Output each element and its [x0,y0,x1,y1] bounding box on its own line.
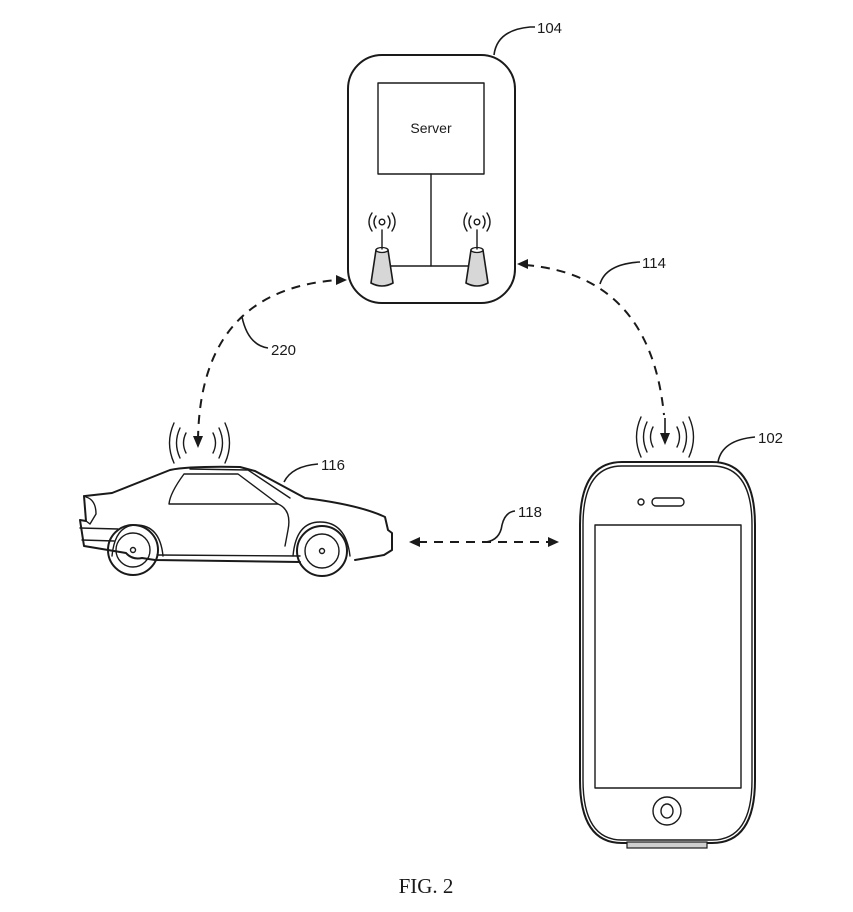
ref-104-leader [493,26,535,56]
dock-connector [626,841,708,849]
car-body [79,465,393,563]
mobile-device: 102 [579,416,783,849]
ref-118-leader [485,510,516,543]
ref-220-leader [241,316,269,349]
ref-label-116: 116 [321,457,345,474]
ref-102-leader [717,436,756,463]
phone-housing [579,461,756,844]
link-114: 114 [517,255,670,445]
car-taillight [85,496,97,525]
ref-label-220: 220 [271,342,296,359]
home-button[interactable] [652,796,682,826]
link-118: 118 [409,504,559,547]
ref-114-leader [599,261,641,285]
ref-label-102: 102 [758,430,783,447]
car-roofline [189,468,291,499]
arrowhead-icon [336,275,347,285]
link-220: 220 [193,275,347,448]
phone-screen[interactable] [594,524,742,789]
vehicle: 116 [79,422,393,577]
ref-label-114: 114 [642,255,666,272]
antenna-icon [368,212,396,287]
wireless-signal-icon [635,416,695,458]
arrowhead-icon [193,436,203,448]
wheel-icon [292,521,351,577]
ref-label-104: 104 [537,20,562,37]
figure-caption: FIG. 2 [399,874,454,898]
wireless-signal-icon [168,422,231,464]
arrowhead-icon [409,537,420,547]
arrowhead-icon [517,259,528,269]
ref-label-118: 118 [518,504,542,521]
link-114-path [524,264,665,416]
wheel-icon [107,524,164,576]
car-window [168,473,279,505]
ref-116-leader [283,463,319,483]
antenna-icon [463,212,491,287]
server-device: Server 104 [347,20,562,304]
arrowhead-icon [660,433,670,445]
car-door [277,503,290,547]
link-220-path [197,279,339,441]
server-device-housing [347,54,516,304]
arrowhead-icon [548,537,559,547]
earpiece-icon [651,497,685,507]
front-camera-icon [637,498,645,506]
server-box-label: Server [410,120,452,136]
